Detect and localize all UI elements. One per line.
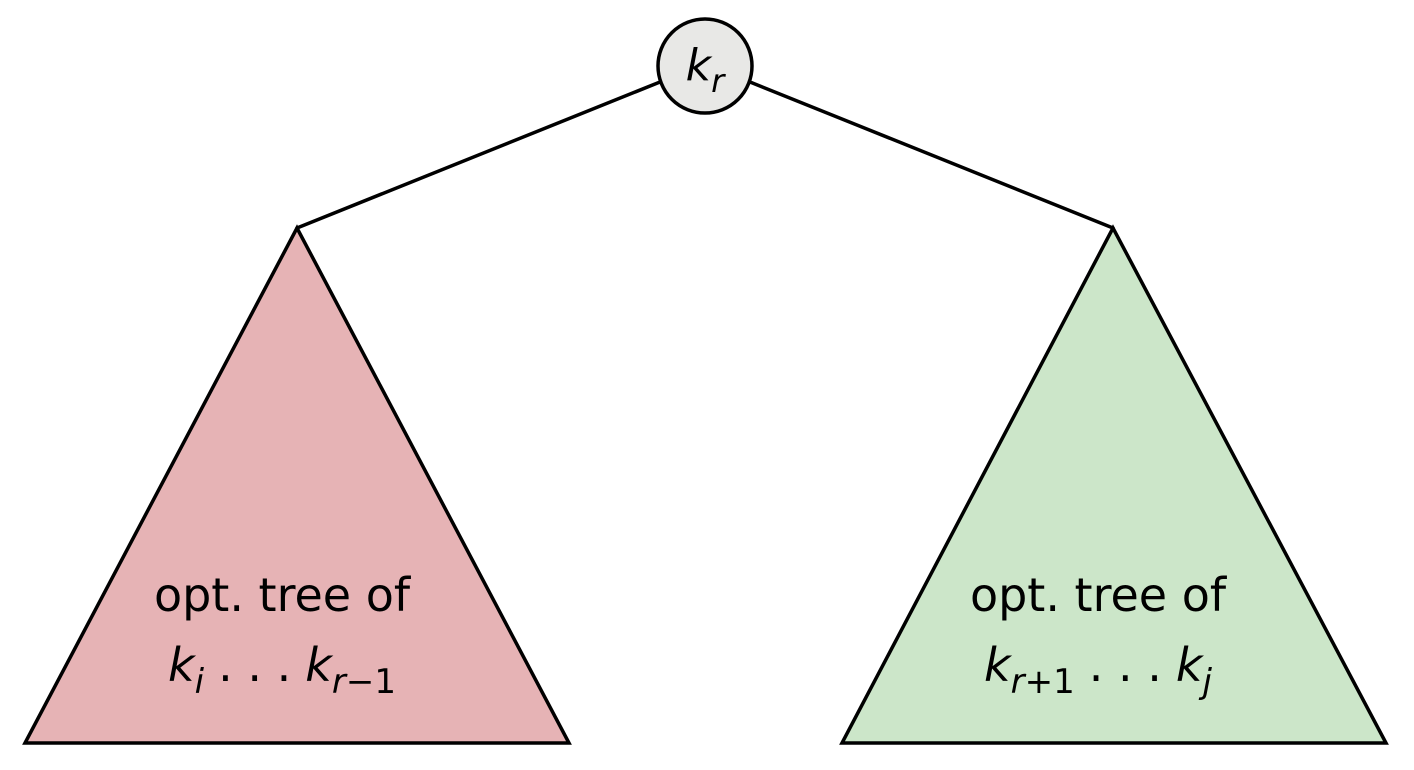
right-range-end-symbol: k [1176,638,1205,692]
left-range-end-symbol: k [305,638,334,692]
left-subtree-title: opt. tree of [154,568,412,622]
right-range-dots: . . . [1089,638,1162,692]
left-range-start-subscript: i [195,662,205,702]
root-subscript: r [711,62,726,100]
root-label: kr [686,40,726,100]
left-range-start-symbol: k [168,638,197,692]
edge-root-left [295,80,662,230]
left-subtree-triangle [22,224,572,745]
right-range-start-subscript-var: r [1011,662,1027,702]
edge-root-right [748,80,1115,230]
left-range-dots: . . . [218,638,291,692]
right-range-start-symbol: k [984,638,1013,692]
right-subtree-range: kr+1. . .kj [984,638,1213,702]
root-node [656,17,754,115]
left-subtree-range: ki. . .kr−1 [168,638,396,702]
right-range-start-subscript-rest: +1 [1025,662,1075,702]
right-subtree-triangle [839,224,1389,745]
right-range-end-subscript: j [1199,662,1213,702]
root-symbol: k [686,40,713,91]
left-range-end-subscript-rest: −1 [346,662,396,702]
right-subtree-title: opt. tree of [970,568,1228,622]
left-range-end-subscript-var: r [332,662,348,702]
